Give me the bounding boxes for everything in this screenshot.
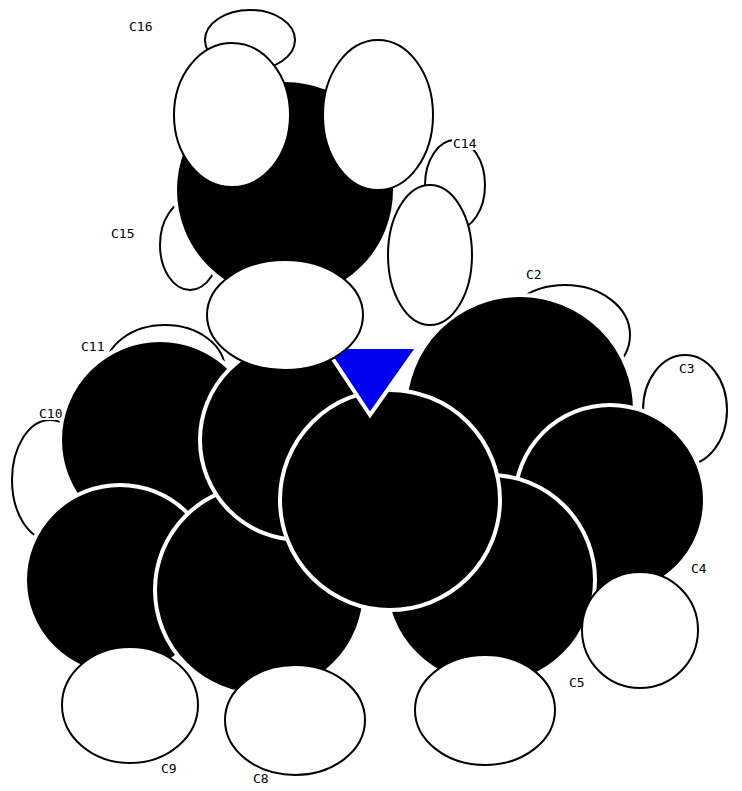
atom-label: C10	[38, 407, 63, 420]
atom-label: C14	[452, 137, 477, 150]
hydrogen-atom	[207, 260, 363, 370]
atom-label: C15	[110, 227, 135, 240]
atom-label: C5	[568, 676, 586, 689]
hydrogen-atom	[323, 40, 433, 190]
atom-label: C11	[80, 340, 105, 353]
atom-label: C2	[525, 268, 543, 281]
nitrogen-atom	[325, 347, 418, 415]
atom-label: C16	[128, 20, 153, 33]
hydrogen-atom	[174, 43, 290, 187]
hydrogen-atom	[415, 655, 555, 765]
hydrogen-atom	[582, 572, 698, 688]
hydrogen-atom	[388, 185, 472, 325]
atom-label: C8	[252, 772, 270, 785]
hydrogen-atom	[225, 665, 365, 775]
atom-label: C9	[160, 762, 178, 775]
carbon-atom	[280, 390, 500, 610]
atom-label: C4	[690, 562, 708, 575]
hydrogen-atom	[62, 647, 198, 763]
atom-label: C3	[678, 362, 696, 375]
